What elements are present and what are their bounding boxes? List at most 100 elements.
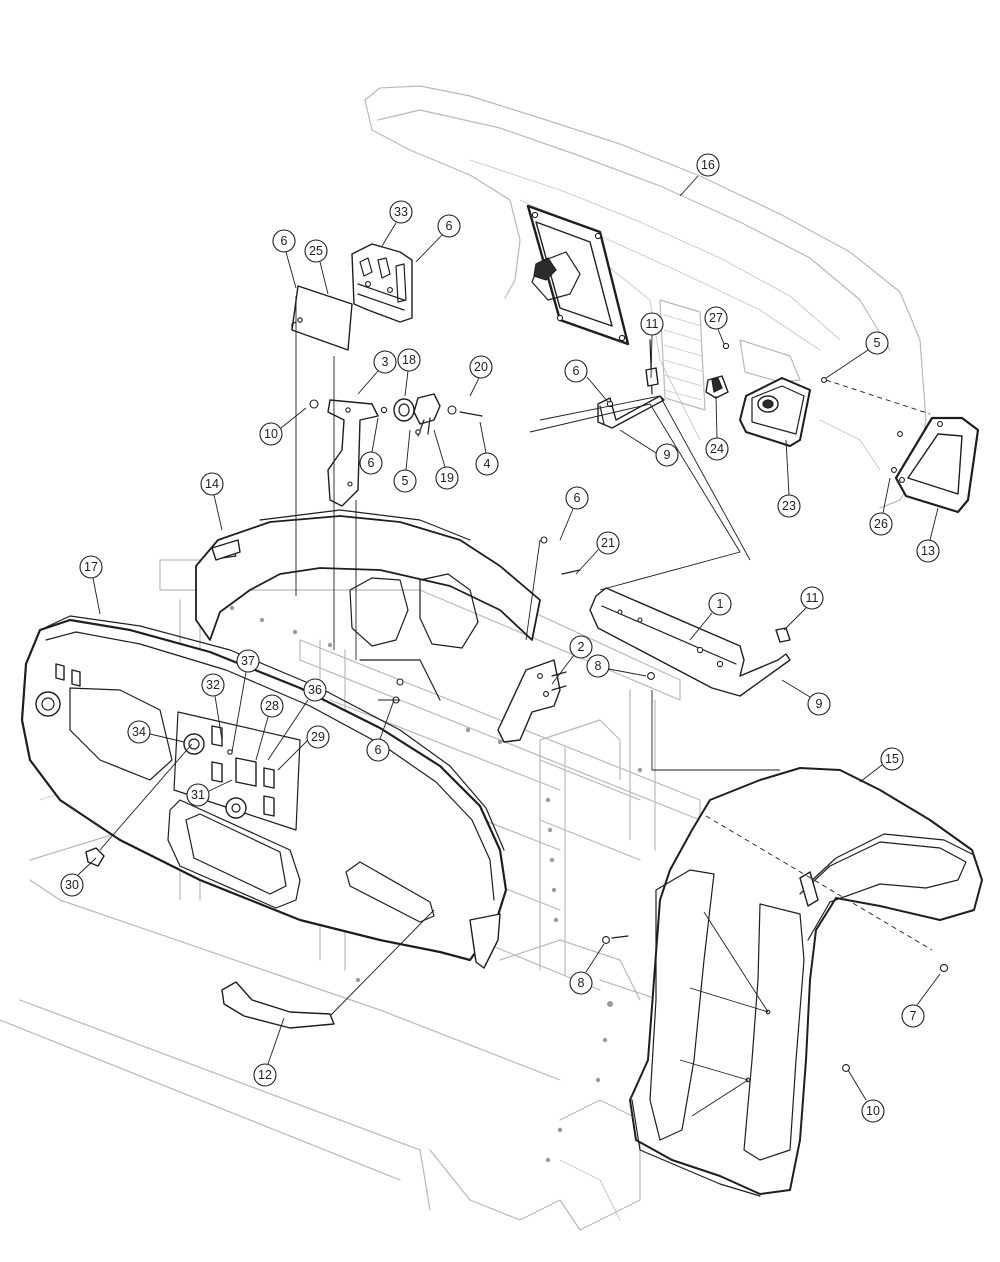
plate-25 — [291, 285, 353, 351]
callout-20: 20 — [469, 355, 493, 397]
callout-circle — [389, 200, 413, 224]
plate-2 — [497, 659, 567, 743]
bracket-1 — [589, 587, 791, 697]
callout-13: 13 — [916, 507, 940, 563]
callout-number: 14 — [205, 477, 219, 491]
callout-26: 26 — [869, 477, 893, 536]
callout-24: 24 — [705, 395, 729, 461]
lamp-24 — [705, 342, 730, 399]
callout-circle — [260, 694, 284, 718]
callout-leader — [214, 695, 223, 741]
callout-6: 6 — [359, 417, 383, 475]
callout-number: 25 — [309, 244, 323, 258]
callout-15: 15 — [859, 747, 904, 783]
callout-circle — [186, 783, 210, 807]
callout-number: 21 — [601, 536, 615, 550]
callout-leader — [689, 612, 713, 641]
callout-circle — [253, 1063, 277, 1087]
callout-11: 11 — [640, 312, 664, 379]
callout-number: 13 — [921, 544, 935, 558]
callout-leader — [357, 370, 379, 395]
callout-leader — [213, 494, 223, 531]
callout-leader — [929, 507, 939, 541]
callout-32: 32 — [201, 673, 225, 741]
callout-2: 2 — [551, 635, 593, 685]
callout-circle — [777, 494, 801, 518]
callout-circle — [393, 469, 417, 493]
callout-5: 5 — [393, 429, 417, 493]
callout-number: 30 — [65, 878, 79, 892]
callout-number: 7 — [910, 1009, 917, 1023]
callout-36: 36 — [267, 678, 327, 761]
callout-23: 23 — [777, 439, 801, 518]
callout-number: 1 — [717, 597, 724, 611]
callout-leader — [608, 668, 647, 677]
callout-leader — [92, 577, 101, 615]
callout-number: 6 — [375, 743, 382, 757]
grab-bar-12 — [221, 909, 435, 1029]
callout-number: 11 — [806, 591, 819, 605]
callout-14: 14 — [200, 472, 224, 531]
callout-leader — [231, 671, 247, 753]
callout-circle — [807, 692, 831, 716]
callout-6: 6 — [559, 486, 589, 541]
callout-leader — [77, 857, 97, 876]
fasteners-fender — [842, 963, 949, 1072]
callout-circle — [359, 451, 383, 475]
callout-leader — [371, 417, 379, 453]
callout-number: 32 — [206, 678, 220, 692]
callout-circle — [696, 153, 720, 177]
callout-number: 34 — [132, 725, 146, 739]
knob-30 — [85, 743, 193, 867]
callout-21: 21 — [575, 531, 620, 575]
callout-37: 37 — [231, 649, 260, 753]
callout-leader — [469, 377, 480, 397]
callout-number: 9 — [816, 697, 823, 711]
callout-number: 6 — [368, 456, 375, 470]
callout-circle — [304, 239, 328, 263]
fasteners-frame — [359, 536, 655, 944]
callout-leader — [404, 370, 409, 397]
callout-circle — [564, 359, 588, 383]
callout-number: 10 — [866, 1104, 880, 1118]
callout-circle — [236, 649, 260, 673]
callout-circle — [366, 738, 390, 762]
callout-leader — [267, 1017, 285, 1065]
callout-number: 23 — [782, 499, 796, 513]
callout-circle — [708, 592, 732, 616]
callout-number: 6 — [573, 364, 580, 378]
callout-leader — [825, 349, 869, 379]
bezel-13 — [821, 377, 980, 514]
cowl-panel-14 — [195, 509, 541, 649]
callout-circle — [435, 466, 459, 490]
callout-number: 29 — [311, 730, 325, 744]
callout-leader — [267, 699, 309, 761]
callout-circle — [565, 486, 589, 510]
callout-circle — [259, 422, 283, 446]
callout-leader — [277, 740, 308, 771]
callout-30: 30 — [60, 857, 97, 897]
callout-8: 8 — [586, 654, 647, 678]
callout-25: 25 — [304, 239, 329, 295]
callout-circle — [201, 673, 225, 697]
callout-34: 34 — [127, 720, 185, 744]
callout-leader — [586, 376, 609, 403]
callout-6: 6 — [366, 699, 395, 762]
callout-number: 28 — [265, 699, 279, 713]
callout-3: 3 — [357, 350, 397, 395]
callout-circle — [200, 472, 224, 496]
callout-leader — [717, 328, 725, 345]
callout-number: 37 — [241, 654, 255, 668]
callout-19: 19 — [433, 429, 459, 490]
callout-28: 28 — [255, 694, 284, 761]
callout-10: 10 — [847, 1069, 885, 1123]
callout-1: 1 — [689, 592, 732, 641]
callout-leader — [433, 429, 446, 468]
callout-16: 16 — [679, 153, 720, 197]
callout-leader — [585, 943, 605, 973]
callout-number: 9 — [664, 448, 671, 462]
callout-number: 24 — [710, 442, 724, 456]
callout-27: 27 — [704, 306, 728, 345]
callout-leader — [619, 429, 657, 454]
callout-leader — [479, 421, 487, 454]
